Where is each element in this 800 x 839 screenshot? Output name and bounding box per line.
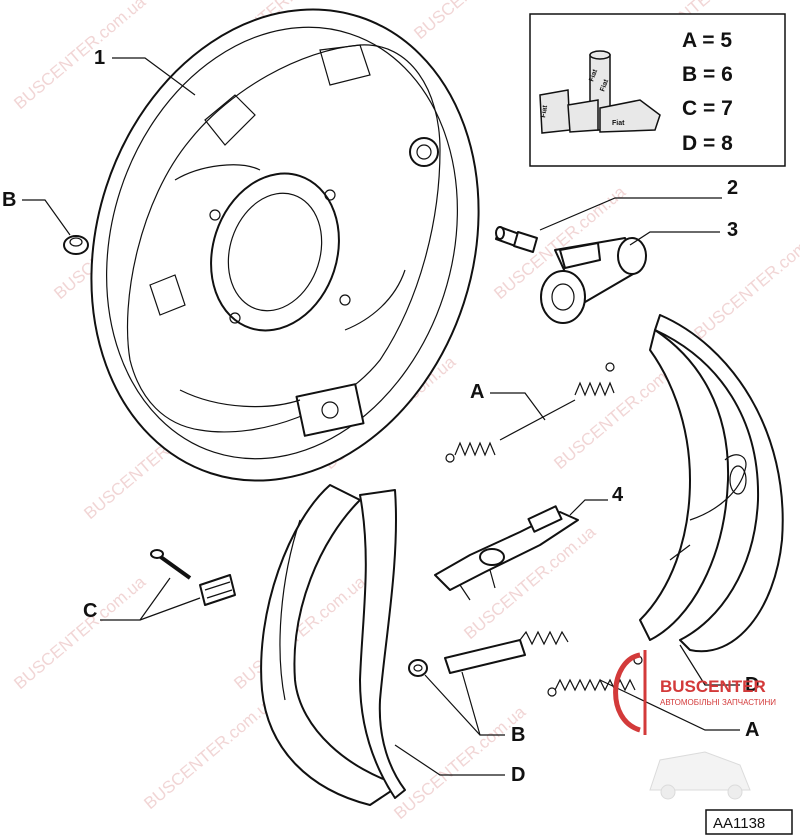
legend-row-a: A = 5 (682, 29, 732, 52)
callout-b-bottom: B (511, 724, 525, 746)
hold-down-pin (150, 549, 192, 580)
legend-pkg-label-4: Fiat (612, 120, 625, 127)
logo-c-mark (613, 652, 641, 733)
legend-pkg-label-1: Fiat (588, 68, 599, 83)
watermark-text: BUSCENTER.com.ua (390, 702, 529, 823)
callout-2: 2 (727, 177, 738, 199)
legend-row-c: C = 7 (682, 97, 733, 120)
legend-pkg-label-2: Fiat (540, 104, 549, 118)
watermark-text: BUSCENTER.com.ua (690, 222, 800, 343)
long-spring (444, 630, 569, 674)
callout-1: 1 (94, 47, 105, 69)
legend-packages: Fiat Fiat Fiat Fiat (539, 50, 661, 134)
legend-pkg-label-3: Fiat (599, 78, 610, 93)
watermark-text: BUSCENTER.com.ua (10, 572, 149, 693)
watermark-text: BUSCENTER.com.ua (10, 0, 149, 113)
legend-row-b: B = 6 (682, 63, 733, 86)
callout-d-left: D (511, 764, 525, 786)
watermark-text: BUSCENTER.com.ua (410, 0, 549, 43)
callout-labels: 1 B 2 3 A 4 C B D D A (2, 47, 759, 786)
grommet-bottom (408, 659, 428, 677)
backing-plate (90, 8, 480, 482)
grommet-top (63, 235, 89, 255)
figure-code: AA1138 (713, 815, 765, 832)
leader-lines (22, 57, 740, 776)
callout-b-top: B (2, 189, 16, 211)
return-spring-top (445, 362, 615, 463)
legend-frame (529, 13, 786, 167)
brake-shoe-right (639, 314, 784, 653)
adjuster-strut (434, 505, 579, 601)
callout-3: 3 (727, 219, 738, 241)
legend-box-b (599, 99, 661, 133)
brake-shoe-left (260, 484, 406, 806)
wheel-cylinder (540, 237, 647, 324)
buscenter-logo: BUSCENTER АВТОМОБІЛЬНІ ЗАПЧАСТИНИ (613, 650, 776, 800)
logo-van-icon (649, 751, 751, 800)
kit-legend: Fiat Fiat Fiat Fiat A = 5 B = 6 C = 7 D … (529, 13, 786, 167)
logo-tagline: АВТОМОБІЛЬНІ ЗАПЧАСТИНИ (660, 698, 776, 707)
figure-code-box: AA1138 (705, 809, 793, 835)
callout-c: C (83, 600, 97, 622)
callout-a-top: A (470, 381, 484, 403)
bleed-screw (495, 226, 538, 253)
legend-row-d: D = 8 (682, 132, 733, 155)
watermark-text: BUSCENTER.com.ua (140, 692, 279, 813)
callout-a-bottom: A (745, 719, 759, 741)
callout-d-right: D (745, 674, 759, 696)
callout-4: 4 (612, 484, 624, 506)
logo-brand-text: BUSCENTER (660, 677, 766, 696)
hold-down-clip (199, 574, 236, 606)
